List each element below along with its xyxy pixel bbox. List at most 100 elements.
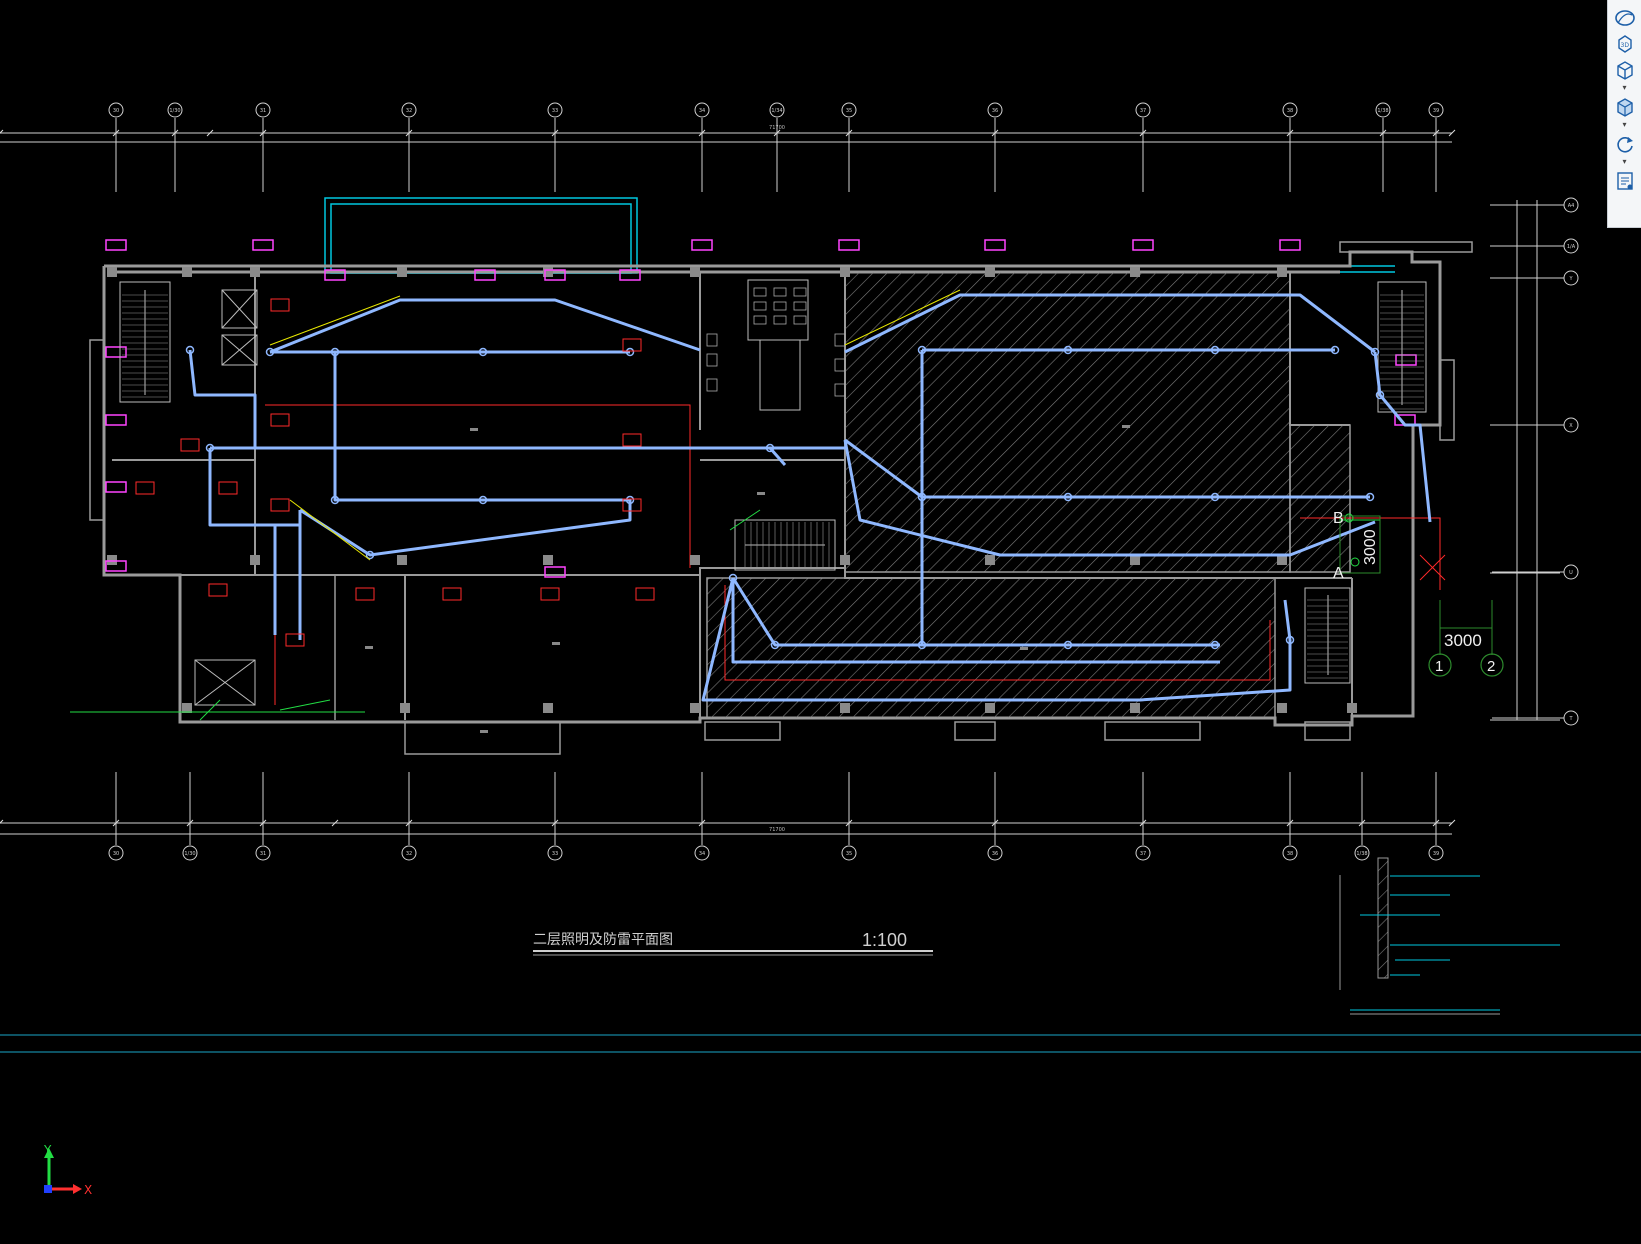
column (250, 555, 260, 565)
grid-bubble-label: Y (1568, 276, 1573, 282)
toilet-fixtures (706, 287, 846, 397)
grid-bubble-label: 36 (992, 851, 998, 857)
grid-bubble (547, 102, 563, 118)
grid-bubble (1282, 845, 1298, 861)
light-fixture (478, 347, 488, 357)
panel-box (540, 587, 560, 601)
column (107, 267, 117, 277)
3d-view-button[interactable]: 3D (1612, 32, 1638, 56)
column (985, 267, 995, 277)
light-fixture (330, 495, 340, 505)
grid-bubble (401, 845, 417, 861)
grid-bubble (841, 845, 857, 861)
column (397, 555, 407, 565)
column (400, 703, 410, 713)
room-labels (365, 425, 1130, 733)
column (690, 267, 700, 277)
view-cube-button[interactable] (1612, 58, 1638, 82)
point-b-label: B (1333, 510, 1344, 527)
column (1277, 267, 1287, 277)
stairs-east (1377, 281, 1427, 413)
orbit-icon (1614, 10, 1635, 26)
light-fixture (1365, 492, 1375, 502)
orbit-button[interactable] (1612, 6, 1638, 30)
view-navigation-toolbar: 3D ▾ ▾ ▾ (1607, 0, 1641, 228)
grid-bubble-label: 38 (1287, 851, 1293, 857)
grid-bubble (1428, 102, 1444, 118)
column (107, 555, 117, 565)
window-marker (838, 239, 860, 251)
vertical-dimension-3000: 3000 (1362, 529, 1379, 565)
window-marker (691, 239, 713, 251)
grid-bubble-label: 35 (846, 851, 852, 857)
window-marker (544, 566, 566, 578)
chevron-down-icon[interactable]: ▾ (1622, 83, 1627, 92)
grid-bubble (401, 102, 417, 118)
column (1347, 703, 1357, 713)
elevator-and-toilets (194, 279, 809, 706)
ucs-x-label: X (84, 1183, 92, 1197)
grid-bubble-label: 38 (1287, 108, 1293, 114)
point-a-label: A (1333, 565, 1344, 582)
grid-bubble-label: 34 (699, 108, 705, 114)
electrical-panels (135, 298, 655, 647)
light-fixture (625, 495, 635, 505)
yellow-wires (269, 289, 961, 561)
drawing-scale: 1:100 (862, 930, 907, 950)
column (1130, 703, 1140, 713)
chevron-down-icon[interactable]: ▾ (1622, 157, 1627, 166)
grid-bubble-label: 39 (1433, 851, 1439, 857)
drawing-title: 二层照明及防雷平面图 (533, 932, 673, 948)
grid-bubble-label: T (1568, 716, 1573, 722)
column (543, 703, 553, 713)
light-fixture (1210, 640, 1220, 650)
right-dimension-lines (1490, 200, 1560, 721)
stair-treads (122, 294, 1424, 679)
grid-bubble (1428, 845, 1444, 861)
refresh-icon (1616, 137, 1633, 153)
light-fixture (205, 443, 215, 453)
horizontal-dimension-3000: 3000 (1444, 631, 1482, 650)
light-fixture (1063, 640, 1073, 650)
panel-box (622, 338, 642, 352)
window-marker (619, 269, 641, 281)
properties-button[interactable] (1612, 169, 1638, 193)
grid-bubble-label: 1/30 (184, 851, 195, 857)
grid-bubble (1135, 845, 1151, 861)
light-fixture (770, 640, 780, 650)
light-fixture (917, 492, 927, 502)
stairs-center (734, 519, 836, 571)
cube-shaded-icon (1616, 98, 1633, 117)
grid-bubble (1354, 845, 1370, 861)
ucs-y-label: Y (43, 1144, 52, 1157)
column (182, 703, 192, 713)
panel-box (442, 587, 462, 601)
grid-bubble-label: 31 (260, 108, 266, 114)
axis-2-label: 2 (1487, 658, 1495, 675)
column (840, 267, 850, 277)
light-fixture (478, 495, 488, 505)
panel-box (218, 481, 238, 495)
chevron-down-icon[interactable]: ▾ (1622, 120, 1627, 129)
grid-bubble-label: 30 (113, 851, 119, 857)
shaded-cube-button[interactable] (1612, 95, 1638, 119)
column (1277, 703, 1287, 713)
light-fixture (1063, 345, 1073, 355)
window-marker (474, 269, 496, 281)
regenerate-button[interactable] (1612, 132, 1638, 156)
window-marker (105, 481, 127, 493)
title-underline (533, 950, 933, 956)
grid-bubble (167, 102, 183, 118)
grid-bubble-label: X (1569, 423, 1573, 429)
grid-bubble (1135, 102, 1151, 118)
bottom-total-dimension: 71700 (769, 827, 785, 833)
grid-bubble (694, 102, 710, 118)
window-marker (1132, 239, 1154, 251)
grid-bubble (108, 845, 124, 861)
grid-bubble (769, 102, 785, 118)
stairs-west (119, 281, 171, 403)
light-fixture (917, 640, 927, 650)
grid-bubble (841, 102, 857, 118)
